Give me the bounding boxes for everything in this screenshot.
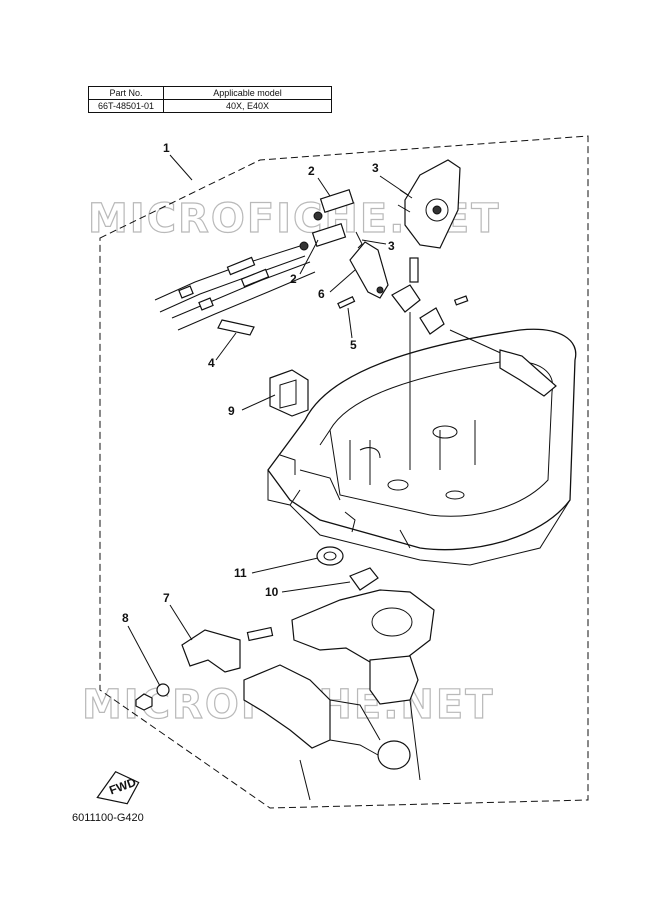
bottom-cowling <box>267 328 577 566</box>
steering-bracket <box>243 589 435 801</box>
clip-3 <box>355 231 363 249</box>
grommet-block <box>269 369 309 417</box>
diagram-code: 6011100-G420 <box>72 812 144 824</box>
cable-joint-upper <box>319 188 355 214</box>
bracket-7 <box>181 629 241 673</box>
nut-8 <box>135 693 153 711</box>
washer-8 <box>156 683 170 697</box>
callout-9: 9 <box>228 404 235 418</box>
callout-10: 10 <box>265 585 279 599</box>
plug-10 <box>349 567 379 591</box>
shift-rod-assembly <box>391 257 557 450</box>
applicable-model-value: 40X, E40X <box>163 99 332 113</box>
part-number-table: Part No. Applicable model 66T-48501-01 4… <box>88 86 332 113</box>
fwd-arrow: FWD <box>96 770 140 805</box>
caution-plate <box>217 319 255 336</box>
pin-5 <box>337 296 356 309</box>
spring <box>246 626 274 642</box>
callout-8: 8 <box>122 611 129 625</box>
callout-3-lower: 3 <box>388 239 395 253</box>
shift-lever <box>349 241 389 299</box>
callout-2-lower: 2 <box>290 272 297 286</box>
callout-7: 7 <box>163 591 170 605</box>
cable-joint-lower <box>311 222 347 248</box>
callout-2-upper: 2 <box>308 164 315 178</box>
callout-11: 11 <box>234 566 247 580</box>
callout-1: 1 <box>163 141 170 155</box>
callout-4: 4 <box>208 356 215 370</box>
part-no-value: 66T-48501-01 <box>88 99 164 113</box>
callout-3-upper: 3 <box>372 161 379 175</box>
callout-6: 6 <box>318 287 325 301</box>
control-cables <box>154 211 323 331</box>
grommet-11 <box>316 546 344 566</box>
callout-5: 5 <box>350 338 357 352</box>
assembly-outline <box>99 135 589 809</box>
